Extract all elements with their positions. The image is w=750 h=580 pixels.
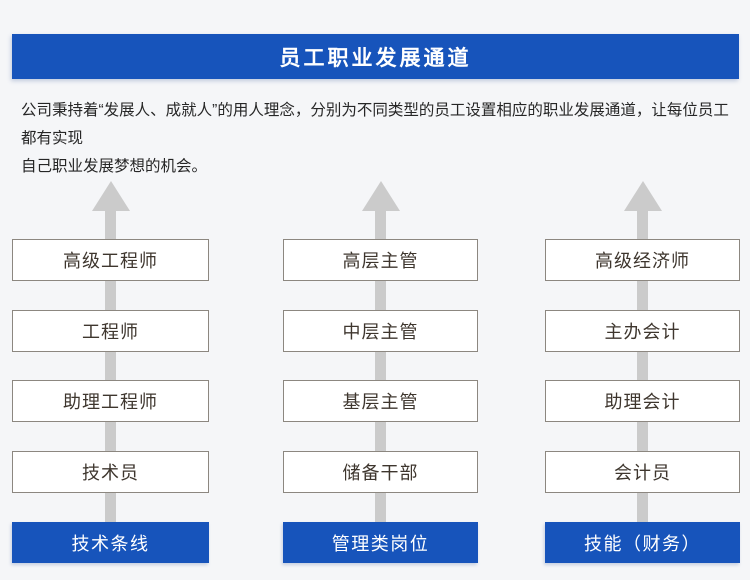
- level-box-senior-economist: 高级经济师: [545, 239, 740, 281]
- level-box-middle-supervisor: 中层主管: [283, 310, 478, 352]
- career-column-technical: 高级工程师 工程师 助理工程师 技术员 技术条线: [12, 180, 209, 570]
- career-column-management: 高层主管 中层主管 基层主管 储备干部 管理类岗位: [283, 180, 478, 570]
- level-box-assistant-engineer: 助理工程师: [12, 380, 209, 422]
- level-label: 工程师: [82, 322, 139, 342]
- level-box-engineer: 工程师: [12, 310, 209, 352]
- level-label: 高级工程师: [63, 251, 158, 271]
- level-box-assistant-accountant: 助理会计: [545, 380, 740, 422]
- category-box-technical: 技术条线: [12, 522, 209, 563]
- arrow-shaft: [105, 208, 116, 545]
- arrow-head: [623, 181, 662, 211]
- up-arrow-icon: [12, 180, 209, 570]
- level-label: 高级经济师: [595, 251, 690, 271]
- arrow-shaft: [637, 208, 648, 545]
- intro-paragraph: 公司秉持着“发展人、成就人”的用人理念，分别为不同类型的员工设置相应的职业发展通…: [21, 97, 737, 181]
- arrow-head: [91, 181, 130, 211]
- level-label: 技术员: [82, 463, 139, 483]
- category-label: 管理类岗位: [331, 533, 430, 554]
- level-label: 助理工程师: [63, 392, 158, 412]
- page-title: 员工职业发展通道: [279, 46, 472, 70]
- arrow-head: [361, 181, 400, 211]
- intro-line-1: 公司秉持着“发展人、成就人”的用人理念，分别为不同类型的员工设置相应的职业发展通…: [21, 102, 729, 147]
- level-label: 储备干部: [342, 463, 419, 483]
- level-label: 中层主管: [342, 322, 419, 342]
- arrow-shaft: [375, 208, 386, 545]
- up-arrow-icon: [545, 180, 740, 570]
- level-label: 会计员: [614, 463, 671, 483]
- category-label: 技能（财务）: [584, 533, 701, 554]
- intro-line-2: 自己职业发展梦想的机会。: [21, 158, 208, 175]
- level-box-accounting-clerk: 会计员: [545, 451, 740, 493]
- level-label: 主办会计: [604, 322, 681, 342]
- title-banner: 员工职业发展通道: [12, 34, 739, 79]
- level-box-technician: 技术员: [12, 451, 209, 493]
- level-box-senior-engineer: 高级工程师: [12, 239, 209, 281]
- level-box-senior-supervisor: 高层主管: [283, 239, 478, 281]
- up-arrow-icon: [283, 180, 478, 570]
- level-box-junior-supervisor: 基层主管: [283, 380, 478, 422]
- level-label: 高层主管: [342, 251, 419, 271]
- category-box-management: 管理类岗位: [283, 522, 478, 563]
- career-column-finance: 高级经济师 主办会计 助理会计 会计员 技能（财务）: [545, 180, 740, 570]
- category-label: 技术条线: [71, 533, 150, 554]
- level-box-chief-accountant: 主办会计: [545, 310, 740, 352]
- level-box-reserve-cadre: 储备干部: [283, 451, 478, 493]
- level-label: 助理会计: [604, 392, 681, 412]
- level-label: 基层主管: [342, 392, 419, 412]
- category-box-finance: 技能（财务）: [545, 522, 740, 563]
